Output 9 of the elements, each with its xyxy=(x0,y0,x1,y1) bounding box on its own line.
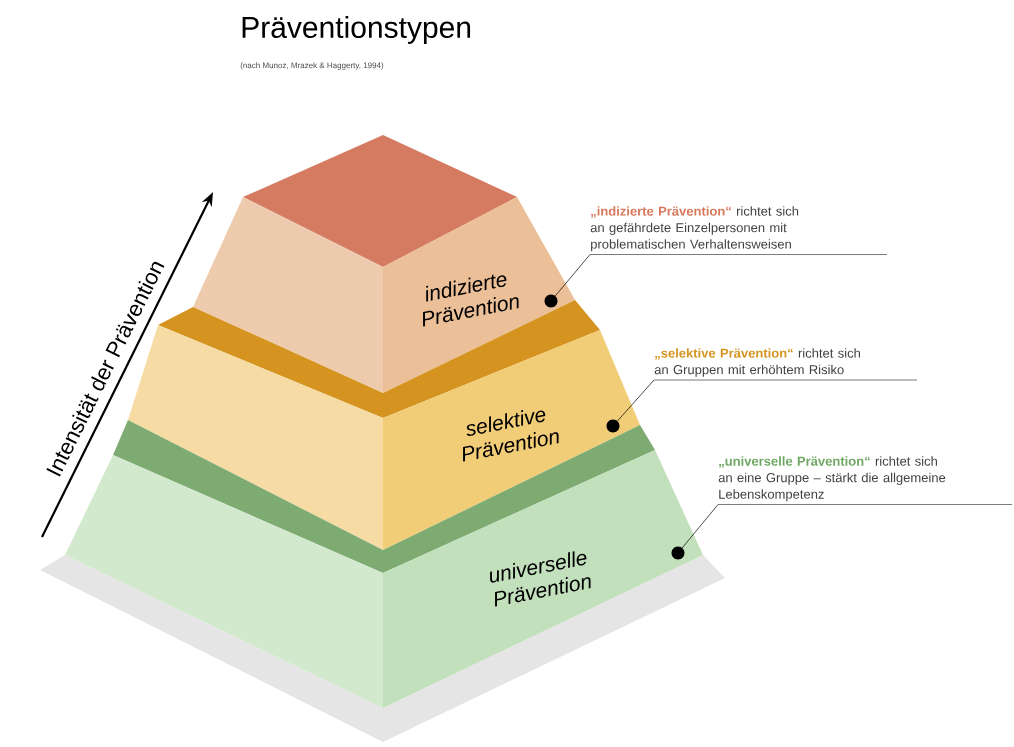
leader-line xyxy=(681,504,719,549)
callout-text: „indizierte Prävention“ richtet sich an gefährdete Einzelpersonen mit problematischen Verhaltensweisen xyxy=(589,206,888,255)
callout-text: „selektive Prävention“ richtet sich an Gruppen mit erhöhtem Risiko xyxy=(653,348,918,381)
leader-line xyxy=(617,379,655,422)
title: Präventionstypen xyxy=(242,16,471,44)
callout-text: „universelle Prävention“ richtet sich an eine Gruppe – stärkt die allgemeine Lebenskompetenz xyxy=(717,456,1013,505)
pyramid-tier: indizierte Prävention xyxy=(193,135,575,393)
leader-line xyxy=(554,254,591,297)
caption: (nach Munoz, Mrazek & Haggerty, 1994) xyxy=(240,62,384,70)
